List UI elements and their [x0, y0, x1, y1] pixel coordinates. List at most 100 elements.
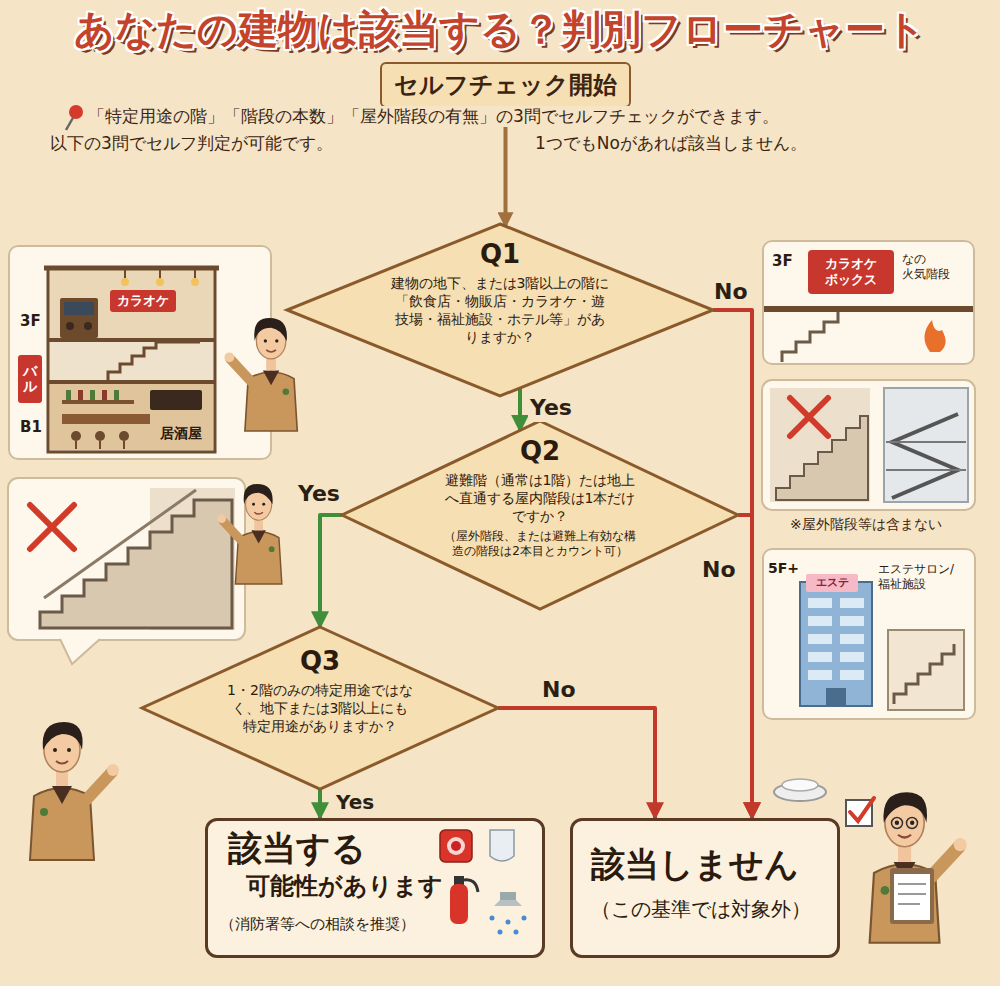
cross-mark — [30, 505, 74, 549]
panel-frame — [8, 478, 245, 640]
decision-diamond: Q1建物の地下、または3階以上の階に「飲食店・物販店・カラオケ・遊技場・福祉施設… — [285, 222, 715, 398]
lamp — [121, 278, 129, 286]
paper-line — [898, 893, 926, 895]
window — [808, 670, 832, 680]
stair-inset — [888, 630, 964, 710]
start-text: セルフチェック開始 — [394, 70, 617, 100]
karaoke-machine — [60, 298, 98, 338]
lamp-cord — [194, 270, 196, 279]
staff-figure — [30, 722, 119, 860]
check-box — [846, 798, 874, 826]
bubble-tail — [60, 639, 100, 664]
stairs — [108, 342, 200, 380]
stairs — [782, 312, 838, 362]
question-text: 建物の地下、または3階以上の階に「飲食店・物販店・カラオケ・遊技場・福祉施設・ホ… — [390, 274, 610, 346]
start-box: セルフチェック開始 — [380, 62, 631, 108]
connector — [738, 515, 752, 818]
illustration-panel: 3FB1居酒屋カラオケバル — [8, 245, 272, 460]
diamond-outline — [287, 224, 713, 396]
staff-figure — [217, 484, 282, 584]
building-wall — [48, 268, 215, 452]
panel-fill — [762, 548, 975, 720]
stairs — [894, 644, 954, 704]
pin-icon — [66, 105, 83, 130]
clipboard — [890, 868, 934, 924]
shelf — [62, 400, 134, 404]
flame-icon — [924, 320, 945, 352]
sign-board: カラオケ ボックス — [808, 250, 894, 294]
window — [808, 634, 832, 644]
edge-label: No — [712, 278, 750, 306]
question-text: 避難階（通常は1階）たは地上へ直通する屋内階段は1本だけですか？ — [440, 471, 640, 525]
panel-fill — [762, 240, 975, 365]
glasses-lens — [892, 818, 903, 829]
question-text: Q2 — [500, 435, 580, 468]
floor-line — [764, 306, 973, 312]
panel-label: なの 火気階段 — [902, 252, 962, 282]
detector-top — [782, 779, 818, 791]
staff-figure — [870, 792, 967, 943]
building — [800, 582, 872, 706]
karaoke-screen — [64, 302, 94, 315]
note-text: 以下の3問でセルフ判定が可能です。 — [50, 133, 333, 154]
diamond-outline — [342, 421, 738, 609]
window — [840, 616, 864, 626]
stool-leg — [123, 441, 125, 449]
wall — [770, 388, 870, 502]
clipboard-board — [890, 868, 934, 924]
window — [840, 598, 864, 608]
staff-figure — [30, 722, 119, 860]
note-text: ※屋外階段等は含まない — [790, 516, 942, 534]
question-text: Q3 — [280, 645, 360, 678]
result-box: 該当する可能性があります（消防署等への相談を推奨） — [205, 818, 545, 958]
edge-label: No — [700, 556, 738, 584]
paper-line — [898, 883, 926, 885]
window — [808, 652, 832, 662]
sign-board: バル — [18, 355, 42, 403]
result-text: 該当しません — [591, 843, 799, 886]
landing — [886, 441, 966, 443]
room-fill — [50, 384, 213, 450]
stool-leg — [75, 441, 77, 449]
paper-line — [898, 903, 920, 905]
stool — [71, 431, 81, 441]
result-text: 可能性があります — [246, 871, 443, 901]
building-illustration — [8, 245, 272, 460]
result-text: （この基準では対象外） — [591, 897, 811, 922]
edge-label: Yes — [528, 394, 574, 422]
decision-diamond: Q2避難階（通常は1階）たは地上へ直通する屋内階段は1本だけですか？（屋外階段、… — [340, 419, 740, 611]
panel-label: B1 — [20, 418, 42, 437]
staff-figure — [870, 792, 967, 943]
bottle — [78, 390, 83, 400]
edge-label: Yes — [334, 790, 376, 815]
window — [808, 616, 832, 626]
cross-mark — [790, 398, 828, 436]
panel-frame — [762, 380, 975, 510]
sign-text: バル — [23, 364, 37, 395]
menu-board — [150, 390, 202, 410]
lamp — [156, 278, 164, 286]
illustration-panel: 3Fなの 火気階段カラオケ ボックス — [762, 240, 975, 365]
tall-building-illustration — [762, 548, 975, 720]
building-side — [884, 388, 968, 502]
window — [840, 634, 864, 644]
lamp — [191, 278, 199, 286]
edge-label: No — [540, 676, 578, 704]
outdoor-stairs — [892, 414, 958, 498]
door — [826, 688, 846, 706]
staff-figure — [217, 484, 282, 584]
note-text: 「特定用途の階」「階段の本数」「屋外階段の有無」の3問でセルフチェックができます… — [88, 106, 779, 127]
stool — [119, 431, 129, 441]
lamp-cord — [124, 270, 126, 279]
window — [840, 652, 864, 662]
room-fill — [50, 270, 213, 339]
stool-leg — [99, 441, 101, 449]
outdoor-stair-illustration — [762, 380, 975, 510]
staff-figure — [224, 318, 297, 431]
check-box-frame — [846, 800, 872, 826]
panel-label: 3F — [20, 312, 41, 331]
sign-board: カラオケ — [110, 290, 176, 312]
lamp-cord — [159, 270, 161, 279]
bottle — [102, 390, 107, 400]
smoke-detector — [774, 779, 826, 801]
